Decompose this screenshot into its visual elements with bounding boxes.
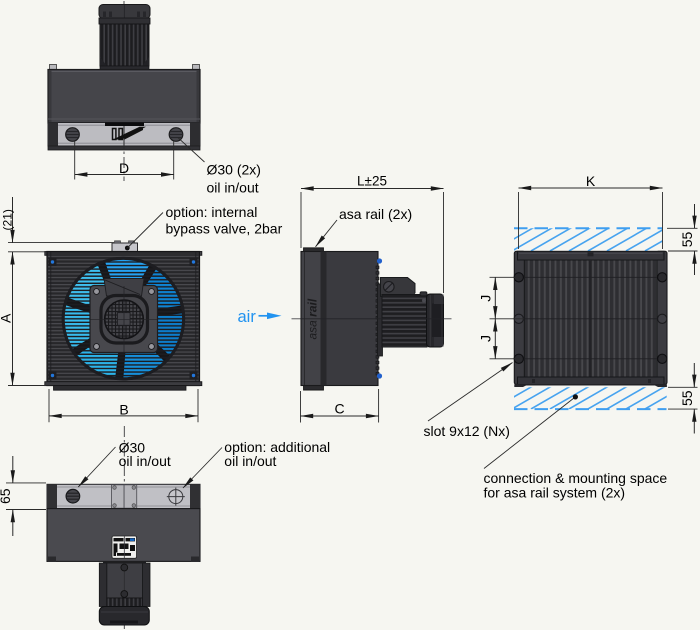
- svg-text:D: D: [119, 160, 129, 176]
- svg-text:(21): (21): [1, 209, 15, 230]
- svg-text:oil in/out: oil in/out: [224, 453, 276, 469]
- svg-text:65: 65: [0, 488, 13, 504]
- svg-text:connection & mounting space: connection & mounting space: [484, 470, 668, 486]
- svg-text:air: air: [238, 308, 257, 326]
- svg-text:L±25: L±25: [357, 173, 387, 188]
- svg-text:for asa rail system (2x): for asa rail system (2x): [484, 485, 626, 501]
- svg-text:B: B: [119, 401, 128, 417]
- svg-text:J: J: [477, 335, 493, 342]
- svg-text:oil in/out: oil in/out: [119, 453, 171, 469]
- svg-text:option: additional: option: additional: [224, 439, 330, 455]
- svg-text:C: C: [334, 401, 344, 417]
- svg-text:55: 55: [679, 390, 695, 406]
- svg-text:Ø30 (2x): Ø30 (2x): [207, 161, 261, 177]
- svg-text:asa rail (2x): asa rail (2x): [339, 206, 412, 222]
- svg-text:slot 9x12 (Nx): slot 9x12 (Nx): [424, 423, 510, 439]
- svg-text:oil in/out: oil in/out: [207, 179, 259, 195]
- svg-text:bypass valve, 2bar: bypass valve, 2bar: [166, 221, 283, 237]
- svg-text:A: A: [0, 313, 14, 323]
- svg-text:option: internal: option: internal: [166, 204, 258, 220]
- svg-text:K: K: [586, 173, 596, 189]
- svg-text:Ø30: Ø30: [119, 440, 146, 456]
- svg-text:J: J: [477, 295, 493, 302]
- svg-text:55: 55: [679, 232, 695, 248]
